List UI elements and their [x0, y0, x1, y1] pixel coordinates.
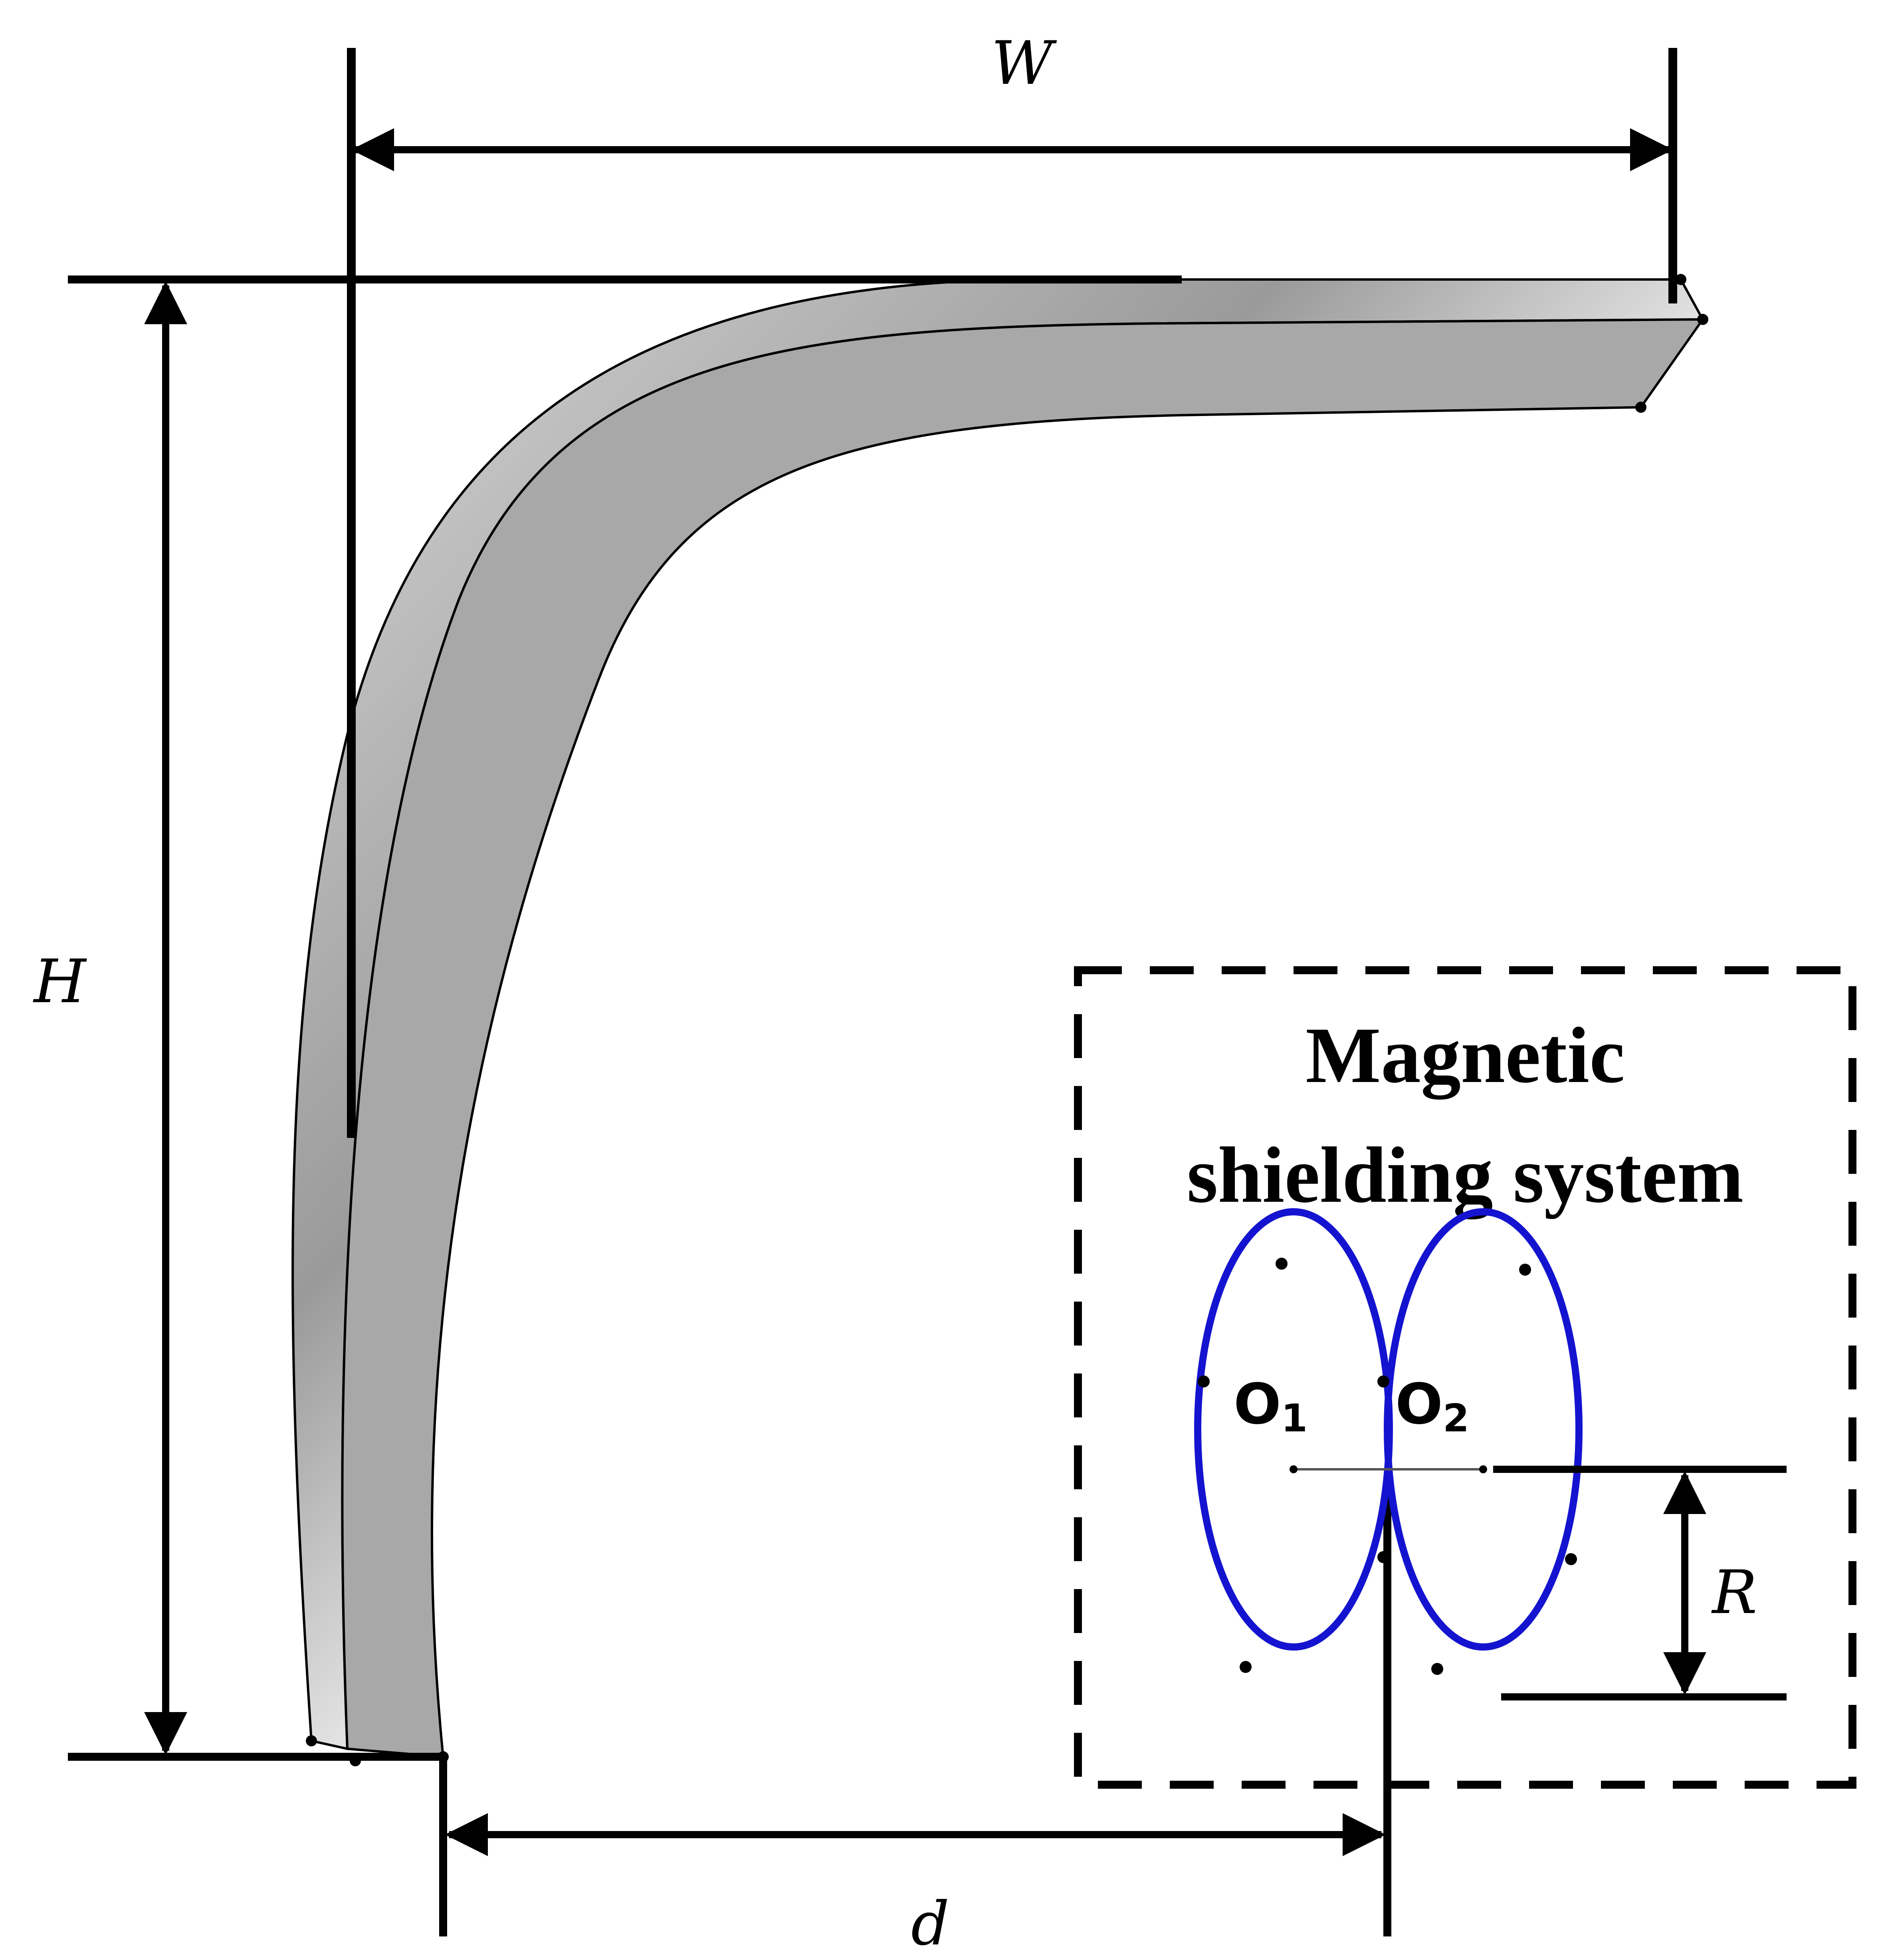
coil-dot: [1276, 1258, 1288, 1270]
coil-dot: [1519, 1264, 1531, 1276]
box-title-line2: shielding system: [1187, 1131, 1744, 1219]
box-title-line1: Magnetic: [1306, 1011, 1625, 1100]
tube-side-face: [341, 318, 1705, 1758]
coil-right: [1384, 1208, 1583, 1651]
d-label: d: [911, 1889, 949, 1959]
vertex-dot: [306, 1735, 317, 1746]
vertex-dot: [1697, 314, 1708, 325]
center-point-o2: [1479, 1465, 1487, 1473]
dimension-h: H: [33, 275, 1182, 1761]
coil-dot: [1565, 1553, 1577, 1565]
center-label-o2: O2: [1395, 1372, 1469, 1441]
vertex-dot: [1635, 402, 1646, 413]
h-label: H: [33, 947, 87, 1017]
w-label: W: [991, 29, 1057, 98]
coil-dot: [1377, 1375, 1389, 1387]
dashed-frame: [1074, 966, 1856, 1789]
dimension-w: W: [347, 29, 1677, 1138]
coil-dot: [1377, 1551, 1389, 1563]
coil-dot: [1431, 1663, 1443, 1675]
dimension-d: d: [439, 1485, 1391, 1959]
center-label-o1: O1: [1234, 1372, 1307, 1441]
coil-dot: [1240, 1661, 1252, 1673]
magnetic-shielding-box: Magnetic shielding system O1 O2 R: [1074, 966, 1856, 1789]
coil-dot: [1198, 1375, 1210, 1387]
vertex-dot: [1675, 274, 1686, 285]
center-point-o1: [1290, 1465, 1298, 1473]
bent-tube: [291, 274, 1708, 1766]
r-label: R: [1711, 1558, 1757, 1627]
